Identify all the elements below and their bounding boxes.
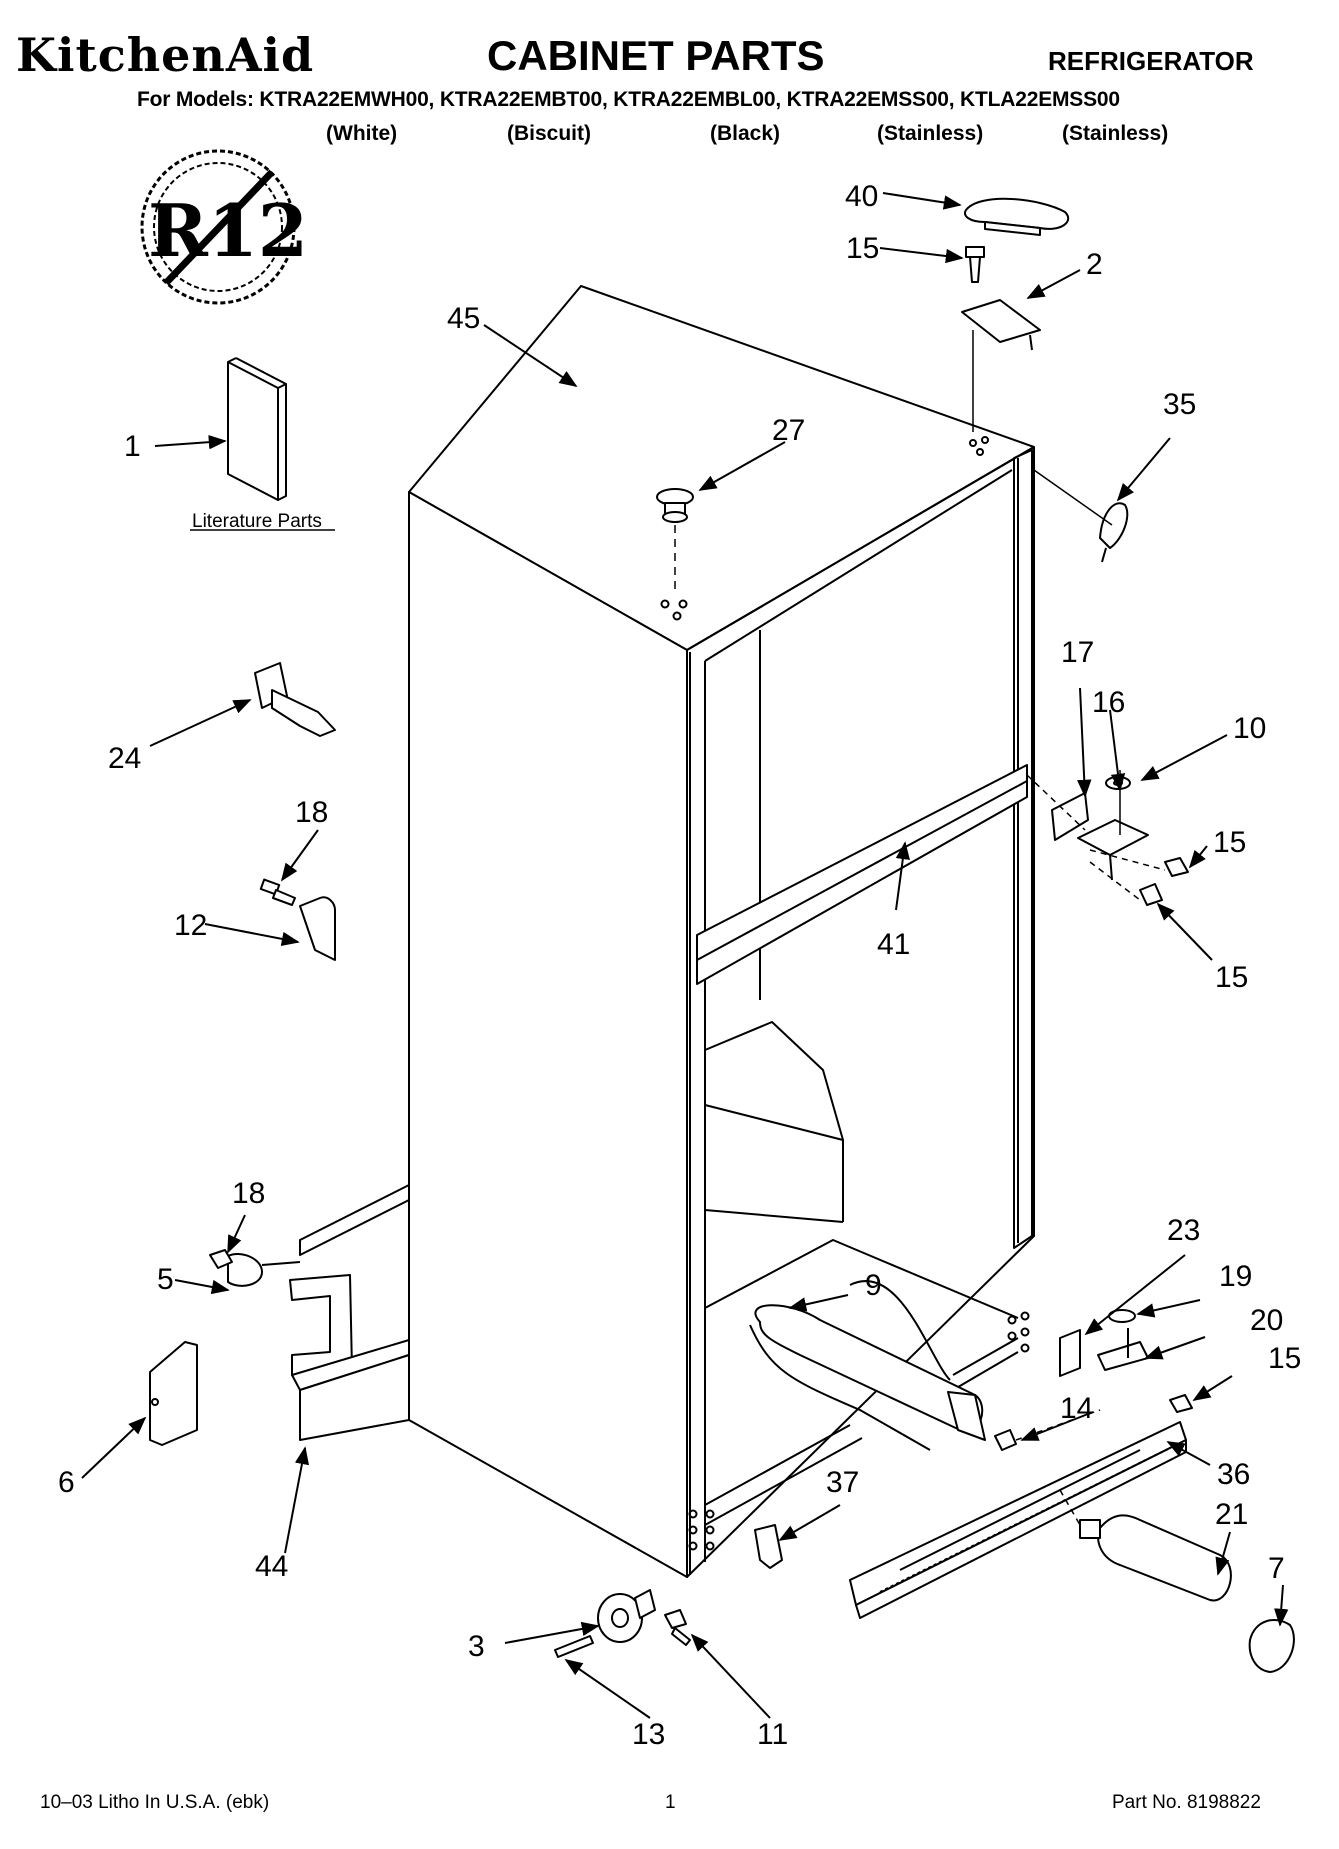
door-stop-24 (254, 662, 336, 737)
hinge-cover (964, 197, 1070, 236)
variant-stainless-2: (Stainless) (1062, 122, 1169, 145)
callout-44: 44 (255, 1550, 288, 1583)
callout-3: 3 (468, 1630, 485, 1663)
footer-litho: 10–03 Litho In U.S.A. (ebk) (40, 1792, 270, 1813)
callout-40: 40 (845, 180, 878, 213)
cabinet-shell (408, 285, 1035, 1578)
models-line: For Models: KTRA22EMWH00, KTRA22EMBT00, … (137, 88, 1120, 111)
clip-35 (1033, 469, 1129, 563)
callout-18-upper: 18 (295, 796, 328, 829)
callout-36: 36 (1217, 1458, 1250, 1491)
no-r12-badge (140, 149, 296, 305)
bracket-20 (1097, 1328, 1149, 1371)
shim-23 (1059, 1329, 1081, 1377)
variant-black: (Black) (710, 122, 781, 145)
cover-6 (149, 1341, 198, 1446)
callout-2: 2 (1086, 248, 1103, 281)
callout-5: 5 (157, 1263, 174, 1296)
callout-9: 9 (865, 1269, 882, 1302)
callout-37: 37 (826, 1466, 859, 1499)
screw-15-lower (1169, 1394, 1193, 1413)
callout-11: 11 (757, 1718, 788, 1751)
callout-15-hinge-lower: 15 (1215, 961, 1248, 994)
pin-13 (554, 1635, 594, 1658)
filter-cap-7 (1248, 1619, 1295, 1673)
callout-6: 6 (58, 1466, 75, 1499)
callout-21: 21 (1215, 1498, 1248, 1531)
callout-24: 24 (108, 742, 141, 775)
callout-12: 12 (174, 909, 207, 942)
literature-booklet (190, 357, 335, 531)
water-filter-21 (1059, 1489, 1232, 1602)
product-category: REFRIGERATOR (1048, 46, 1254, 76)
callout-23: 23 (1167, 1214, 1200, 1247)
screw-11 (664, 1609, 691, 1646)
callout-19: 19 (1219, 1260, 1252, 1293)
callout-41: 41 (877, 928, 910, 961)
top-hinge-bracket (961, 299, 1041, 432)
screw-18-upper (259, 878, 296, 906)
clip-12 (299, 896, 336, 961)
callout-16: 16 (1092, 686, 1125, 719)
callout-14: 14 (1060, 1392, 1093, 1425)
variant-white: (White) (326, 122, 398, 145)
top-screw (965, 246, 985, 283)
variant-biscuit: (Biscuit) (507, 122, 591, 145)
brand-logo: KitchenAid (16, 28, 315, 82)
callout-15-bottom: 15 (1268, 1342, 1301, 1375)
literature-parts-label: Literature Parts (192, 511, 322, 532)
callout-15-top: 15 (846, 232, 879, 265)
screw-18-lower (209, 1249, 233, 1269)
callout-15-hinge-upper: 15 (1213, 826, 1246, 859)
r12-badge-text: R12 (148, 188, 308, 273)
page-title: CABINET PARTS (487, 32, 825, 79)
hinge-pin-5 (227, 1253, 301, 1287)
callout-18-lower: 18 (232, 1177, 265, 1210)
roller-3 (597, 1589, 656, 1643)
callout-20: 20 (1250, 1304, 1283, 1337)
callout-35: 35 (1163, 388, 1196, 421)
callout-45: 45 (447, 302, 480, 335)
hinge-16 (1077, 770, 1149, 881)
footer-page-number: 1 (665, 1792, 676, 1813)
callout-17: 17 (1061, 636, 1094, 669)
variant-stainless-1: (Stainless) (877, 122, 984, 145)
callout-7: 7 (1268, 1552, 1285, 1585)
callout-10: 10 (1233, 712, 1266, 745)
water-filter-housing-9 (749, 1280, 986, 1451)
lower-hinge-44 (289, 1184, 410, 1441)
callout-27: 27 (772, 414, 805, 447)
callout-13: 13 (632, 1718, 665, 1751)
hinge-screws-15 (1026, 774, 1189, 906)
callout-1: 1 (124, 430, 141, 463)
footer-part-number: Part No. 8198822 (1112, 1792, 1261, 1813)
grille-36 (849, 1421, 1187, 1619)
clip-37 (754, 1524, 783, 1569)
top-plug (656, 488, 694, 590)
